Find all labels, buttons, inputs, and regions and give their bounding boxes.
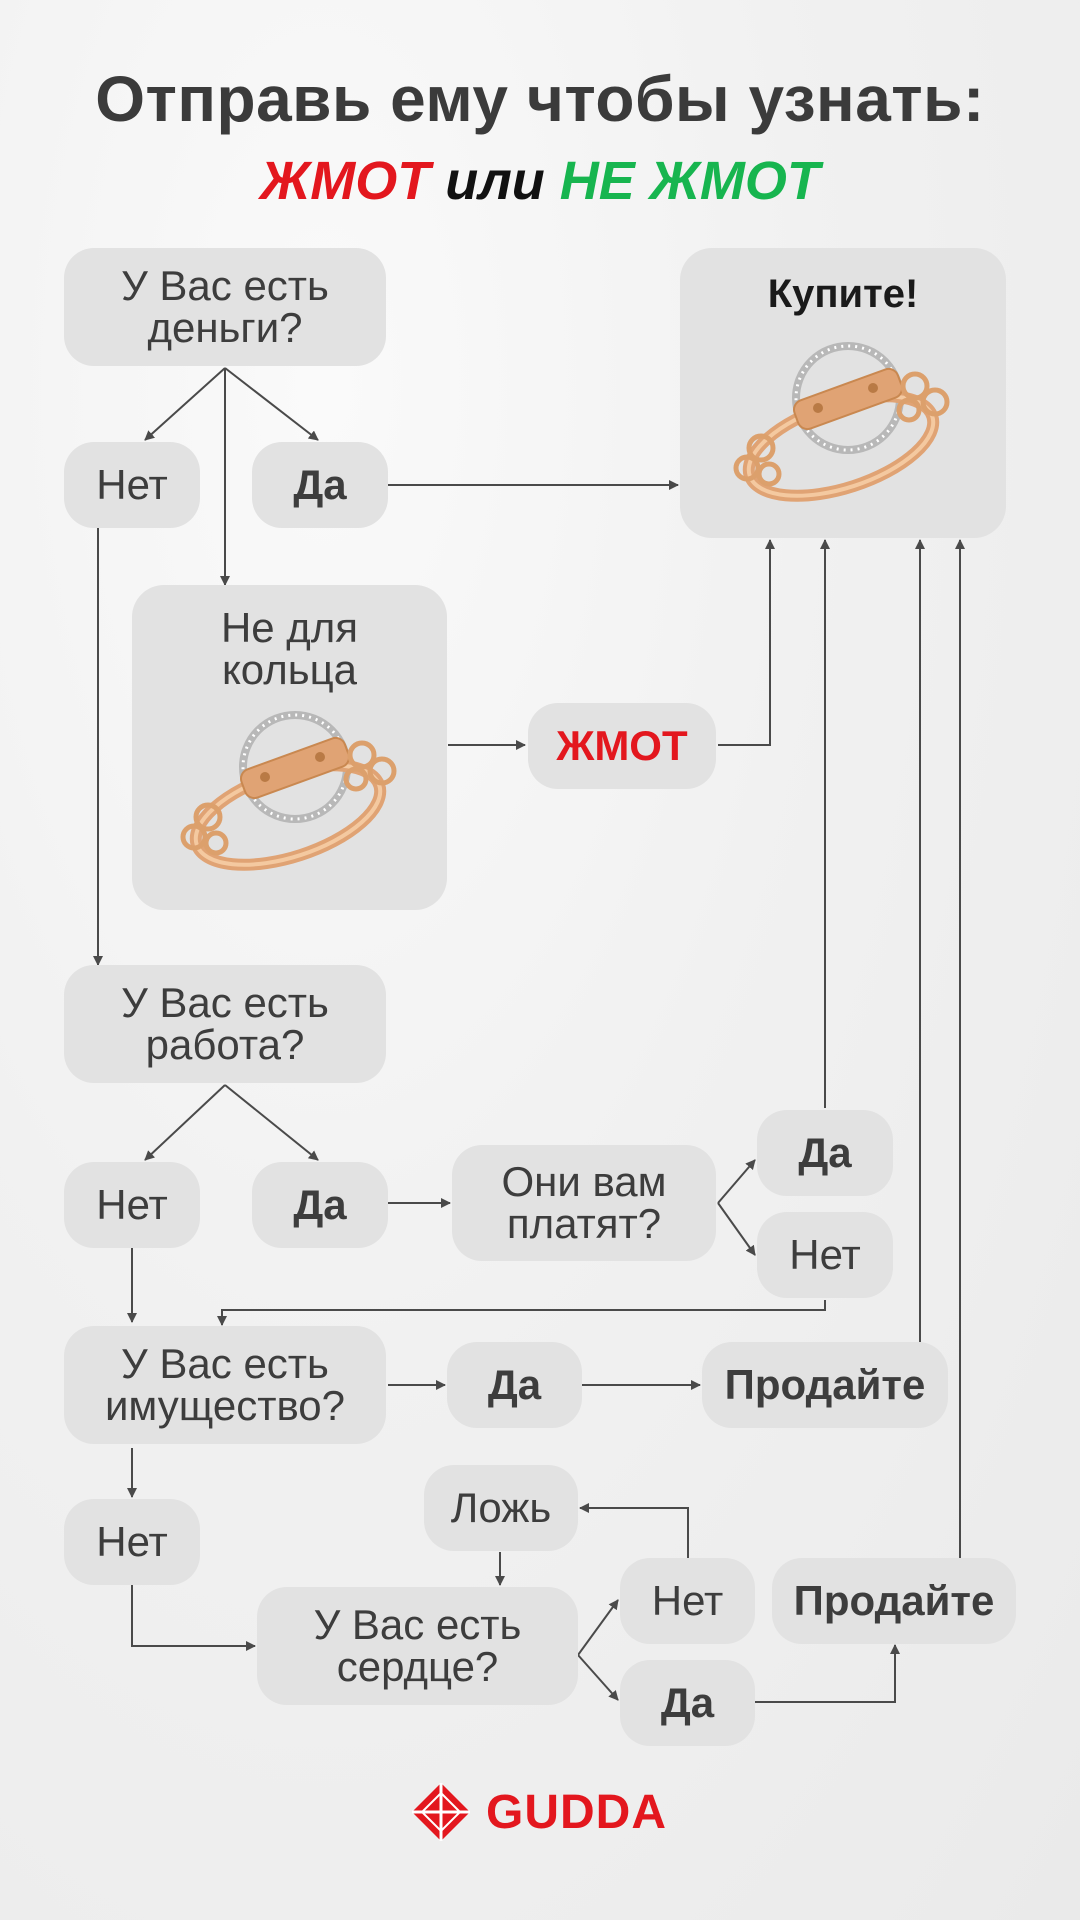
node-property-question: У Вас есть имущество?	[64, 1326, 386, 1444]
subtitle-or: или	[430, 151, 560, 211]
subtitle-zhmot: ЖМОТ	[260, 151, 431, 211]
node-sell-1: Продайте	[702, 1342, 948, 1428]
node-buy-card: Купите!	[680, 248, 1006, 538]
brand-name: GUDDA	[486, 1785, 667, 1839]
node-pay-yes: Да	[757, 1110, 893, 1196]
node-money-no: Нет	[64, 442, 200, 528]
page-title: Отправь ему чтобы узнать:	[95, 63, 985, 135]
gold-ring-icon	[180, 711, 397, 871]
node-job-no: Нет	[64, 1162, 200, 1248]
node-property-no: Нет	[64, 1499, 200, 1585]
gold-ring-icon	[733, 342, 950, 502]
node-zhmot: ЖМОТ	[528, 703, 716, 789]
gudda-diamond-logo-icon	[412, 1783, 470, 1841]
node-job-question: У Вас есть работа?	[64, 965, 386, 1083]
subtitle-ne-zhmot: НЕ ЖМОТ	[559, 151, 820, 211]
node-pay-question: Они вам платят?	[452, 1145, 716, 1261]
node-money-yes: Да	[252, 442, 388, 528]
node-pay-no: Нет	[757, 1212, 893, 1298]
not-for-ring-text: Не для кольца	[220, 604, 359, 693]
node-lie: Ложь	[424, 1465, 578, 1551]
brand-logo: GUDDA	[410, 1780, 667, 1844]
node-property-yes: Да	[447, 1342, 582, 1428]
node-not-for-ring-card: Не для кольца	[132, 585, 447, 910]
node-heart-question: У Вас есть сердце?	[257, 1587, 578, 1705]
buy-title: Купите!	[767, 272, 919, 316]
node-heart-yes: Да	[620, 1660, 755, 1746]
node-money-question: У Вас есть деньги?	[64, 248, 386, 366]
page-subtitle: ЖМОТ или НЕ ЖМОТ	[0, 150, 1080, 212]
node-job-yes: Да	[252, 1162, 388, 1248]
node-heart-no: Нет	[620, 1558, 755, 1644]
node-sell-2: Продайте	[772, 1558, 1016, 1644]
